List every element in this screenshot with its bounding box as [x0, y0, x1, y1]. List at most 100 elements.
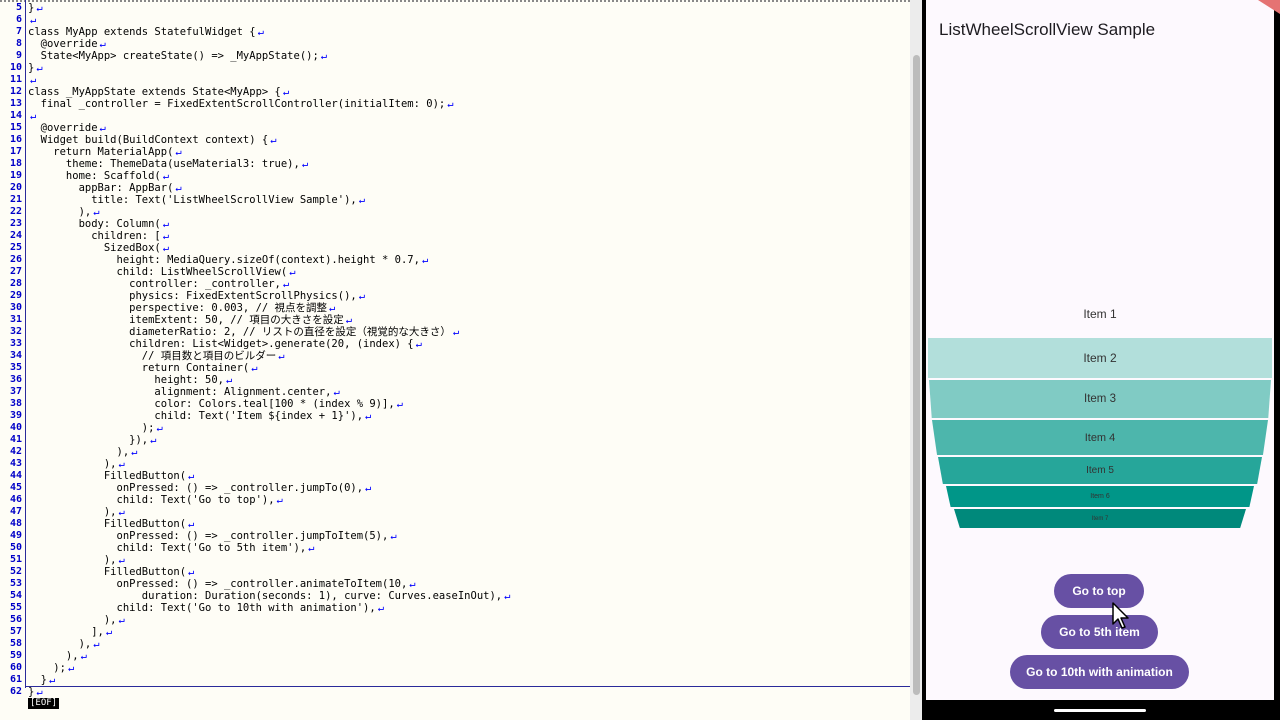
- code-text: controller: _controller,↵: [28, 278, 289, 290]
- code-content: FilledButton(: [28, 566, 187, 578]
- wheel-item-4[interactable]: Item 4: [932, 420, 1268, 455]
- code-text: FilledButton(↵: [28, 518, 195, 530]
- line-number: 46: [9, 494, 22, 505]
- newline-marker: ↵: [390, 530, 397, 542]
- code-content: // 項目数と項目のビルダー: [28, 350, 277, 362]
- newline-marker: ↵: [358, 194, 366, 206]
- line-number: 26: [9, 254, 22, 265]
- system-navigation-bar: [926, 700, 1274, 720]
- home-gesture-handle[interactable]: [1054, 709, 1146, 712]
- code-text: SizedBox(↵: [28, 242, 169, 254]
- newline-marker: ↵: [270, 134, 277, 146]
- corner-accent-icon: [1258, 0, 1280, 14]
- code-content: children: List<Widget>.generate(20, (ind…: [28, 338, 414, 350]
- newline-marker: ↵: [282, 278, 290, 290]
- code-text: diameterRatio: 2, // リストの直径を設定（視覚的な大きさ）↵: [28, 326, 459, 338]
- code-text: duration: Duration(seconds: 1), curve: C…: [28, 590, 511, 602]
- newline-marker: ↵: [93, 638, 100, 650]
- newline-marker: ↵: [396, 398, 403, 410]
- newline-marker: ↵: [452, 326, 460, 338]
- code-content: body: Column(: [28, 218, 161, 230]
- line-number: 34: [9, 350, 22, 361]
- line-number: 43: [9, 458, 22, 469]
- newline-marker: ↵: [188, 518, 195, 530]
- code-text: height: MediaQuery.sizeOf(context).heigh…: [28, 254, 429, 266]
- newline-marker: ↵: [377, 602, 385, 614]
- line-number: 11: [9, 74, 22, 85]
- newline-marker: ↵: [131, 446, 138, 458]
- code-content: diameterRatio: 2, // リストの直径を設定（視覚的な大きさ）: [28, 326, 451, 338]
- newline-marker: ↵: [118, 506, 125, 518]
- code-content: ),: [28, 614, 117, 626]
- line-number: 9: [15, 50, 22, 61]
- line-number: 56: [9, 614, 22, 625]
- wheel-item-label: Item 1: [1083, 307, 1117, 321]
- wheel-item-2[interactable]: Item 2: [928, 338, 1272, 378]
- newline-marker: ↵: [447, 98, 454, 110]
- line-number: 48: [9, 518, 22, 529]
- code-content: State<MyApp> createState() => _MyAppStat…: [28, 50, 319, 62]
- code-text: ),↵: [28, 506, 125, 518]
- line-number: 44: [9, 470, 22, 481]
- newline-marker: ↵: [251, 362, 258, 374]
- code-text: return MaterialApp(↵: [28, 146, 181, 158]
- newline-marker: ↵: [93, 206, 100, 218]
- line-number: 14: [9, 110, 22, 121]
- newline-marker: ↵: [162, 242, 170, 254]
- line-number: 60: [9, 662, 22, 673]
- line-number: 58: [9, 638, 22, 649]
- code-text: physics: FixedExtentScrollPhysics(),↵: [28, 290, 365, 302]
- line-number: 41: [9, 434, 22, 445]
- line-number: 21: [9, 194, 22, 205]
- top-ruler: [0, 0, 910, 2]
- newline-marker: ↵: [289, 266, 296, 278]
- code-text: ↵: [28, 14, 36, 26]
- line-number: 52: [9, 566, 22, 577]
- code-text: FilledButton(↵: [28, 566, 195, 578]
- wheel-item-label: Item 7: [1091, 515, 1109, 522]
- code-text: ],↵: [28, 626, 112, 638]
- code-content: color: Colors.teal[100 * (index % 9)],: [28, 398, 395, 410]
- code-content: child: Text('Go to 5th item'),: [28, 542, 307, 554]
- code-content: ),: [28, 650, 79, 662]
- code-text: child: Text('Go to 10th with animation')…: [28, 602, 385, 614]
- newline-marker: ↵: [30, 110, 37, 122]
- code-text: ),↵: [28, 650, 87, 662]
- code-text: ),↵: [28, 458, 125, 470]
- code-content: theme: ThemeData(useMaterial3: true),: [28, 158, 300, 170]
- code-text: FilledButton(↵: [28, 470, 195, 482]
- newline-marker: ↵: [36, 686, 43, 698]
- wheel-item-7[interactable]: Item 7: [954, 509, 1246, 528]
- go-to-10th-with-animation-button[interactable]: Go to 10th with animation: [1010, 655, 1189, 689]
- go-to-top-button[interactable]: Go to top: [1054, 574, 1144, 608]
- wheel-item-1[interactable]: Item 1: [928, 296, 1272, 332]
- line-number: 50: [9, 542, 22, 553]
- code-text: final _controller = FixedExtentScrollCon…: [28, 98, 454, 110]
- go-to-5th-item-button[interactable]: Go to 5th item: [1041, 615, 1158, 649]
- gutter-divider: [25, 0, 26, 688]
- line-number: 35: [9, 362, 22, 373]
- code-content: height: 50,: [28, 374, 224, 386]
- wheel-item-6[interactable]: Item 6: [946, 486, 1254, 507]
- newline-marker: ↵: [257, 26, 264, 38]
- line-number: 62: [9, 686, 22, 697]
- code-text: title: Text('ListWheelScrollView Sample'…: [28, 194, 365, 206]
- code-content: home: Scaffold(: [28, 170, 161, 182]
- wheel-item-3[interactable]: Item 3: [929, 380, 1271, 418]
- code-text: child: ListWheelScrollView(↵: [28, 266, 296, 278]
- code-text: child: Text('Item ${index + 1}'),↵: [28, 410, 371, 422]
- code-text: ↵: [28, 74, 36, 86]
- mouse-pointer-icon: [1112, 602, 1129, 629]
- wheel-item-5[interactable]: Item 5: [938, 457, 1262, 484]
- newline-marker: ↵: [30, 14, 37, 26]
- code-content: controller: _controller,: [28, 278, 281, 290]
- code-content: }: [28, 686, 35, 698]
- editor-scrollbar-thumb[interactable]: [913, 55, 920, 695]
- line-number: 40: [9, 422, 22, 433]
- code-text: perspective: 0.003, // 視点を調整↵: [28, 302, 335, 314]
- line-number: 5: [15, 2, 22, 13]
- newline-marker: ↵: [409, 578, 416, 590]
- line-number: 15: [9, 122, 22, 133]
- newline-marker: ↵: [415, 338, 422, 350]
